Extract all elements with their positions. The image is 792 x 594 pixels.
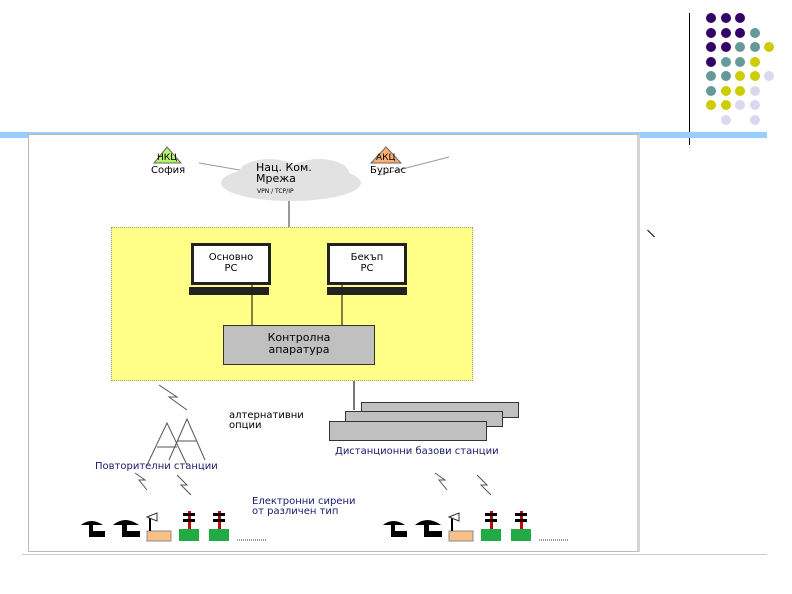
electronic-siren-icon: [511, 511, 531, 541]
siren-group: [383, 507, 583, 547]
sofia-label: София: [151, 165, 186, 176]
decorative-dot: [706, 13, 716, 23]
repeater-tower-icon: [146, 417, 206, 466]
diagram-lines: [134, 146, 492, 496]
decorative-dot: [735, 27, 746, 38]
decorative-dot: [735, 100, 746, 110]
wireless-link-icon: [158, 384, 188, 411]
decorative-dot: [735, 85, 746, 96]
decorative-dot: [749, 114, 760, 125]
horn-siren-icon: [145, 512, 172, 542]
vertical-divider: [689, 13, 690, 145]
main-pc-label-2: PC: [224, 263, 238, 274]
decorative-dot: [720, 27, 731, 38]
decorative-dot: [706, 42, 716, 52]
sirens-label: Електронни сирени: [252, 496, 356, 507]
decorative-dot: [735, 13, 746, 23]
sirens-label-2: от различен тип: [252, 506, 339, 517]
cloud-subtitle: VPN / TCP/IP: [257, 188, 294, 195]
decorative-dot: [720, 42, 731, 52]
decorative-dot: [720, 85, 731, 96]
decorative-dot: [735, 56, 746, 67]
cloud-title-2: Мрежа: [256, 172, 296, 185]
decorative-dot: [706, 27, 716, 38]
akc-triangle: [369, 146, 403, 164]
nkc-triangle: [152, 146, 183, 164]
remote-base-stations-label: Дистанционни базови станции: [335, 446, 499, 457]
siren-group: [81, 507, 281, 547]
decorative-dot: [720, 71, 731, 81]
backup-pc-label: Бекъп: [350, 252, 384, 263]
decorative-dot: [706, 85, 716, 96]
mushroom-siren-icon: [383, 521, 407, 537]
burgas-label: Бургас: [370, 165, 407, 176]
siren-icons: [81, 511, 267, 542]
decorative-dot: [764, 42, 775, 52]
decorative-dot: [749, 71, 760, 81]
repeater-stations-label: Повторителни станции: [95, 461, 218, 472]
backup-pc-keyboard: [327, 287, 407, 295]
decorative-dot: [749, 27, 760, 38]
alternative-options-label: алтернативни: [229, 410, 304, 421]
decorative-dot: [735, 42, 746, 52]
siren-icons: [383, 511, 569, 542]
electronic-siren-icon: [209, 511, 229, 541]
electronic-siren-icon: [481, 511, 501, 541]
decorative-dot: [735, 71, 746, 81]
decorative-dot: [720, 56, 731, 67]
decorative-dot: [764, 71, 775, 81]
control-label: Контролна: [267, 331, 331, 344]
mushroom-siren-icon: [415, 520, 442, 537]
decorative-dot: [706, 100, 716, 110]
decorative-dot: [720, 13, 731, 23]
decorative-dot: [706, 56, 716, 67]
akc-label: АКЦ: [376, 153, 396, 163]
mushroom-siren-icon: [81, 521, 105, 537]
decorative-dot: [720, 114, 731, 125]
nkc-label: НКЦ: [157, 153, 178, 163]
decorative-dot: [720, 100, 731, 110]
footer-line: [22, 554, 767, 555]
control-label-2: апаратура: [268, 343, 330, 356]
electronic-siren-icon: [179, 511, 199, 541]
decorative-dot: [749, 56, 760, 67]
cloud-title: Нац. Ком.: [256, 161, 312, 174]
decorative-dot: [749, 42, 760, 52]
base-station-rack: [329, 421, 487, 441]
decorative-dot: [749, 85, 760, 96]
decorative-dot: [749, 100, 760, 110]
slide-mark: [647, 229, 655, 238]
horn-siren-icon: [447, 512, 474, 542]
decorative-dot: [706, 71, 716, 81]
mushroom-siren-icon: [113, 520, 140, 537]
backup-pc-label-2: PC: [360, 263, 374, 274]
alternative-options-label-2: опции: [229, 420, 262, 431]
main-pc-label: Основно: [208, 252, 254, 263]
main-pc-keyboard: [189, 287, 269, 295]
